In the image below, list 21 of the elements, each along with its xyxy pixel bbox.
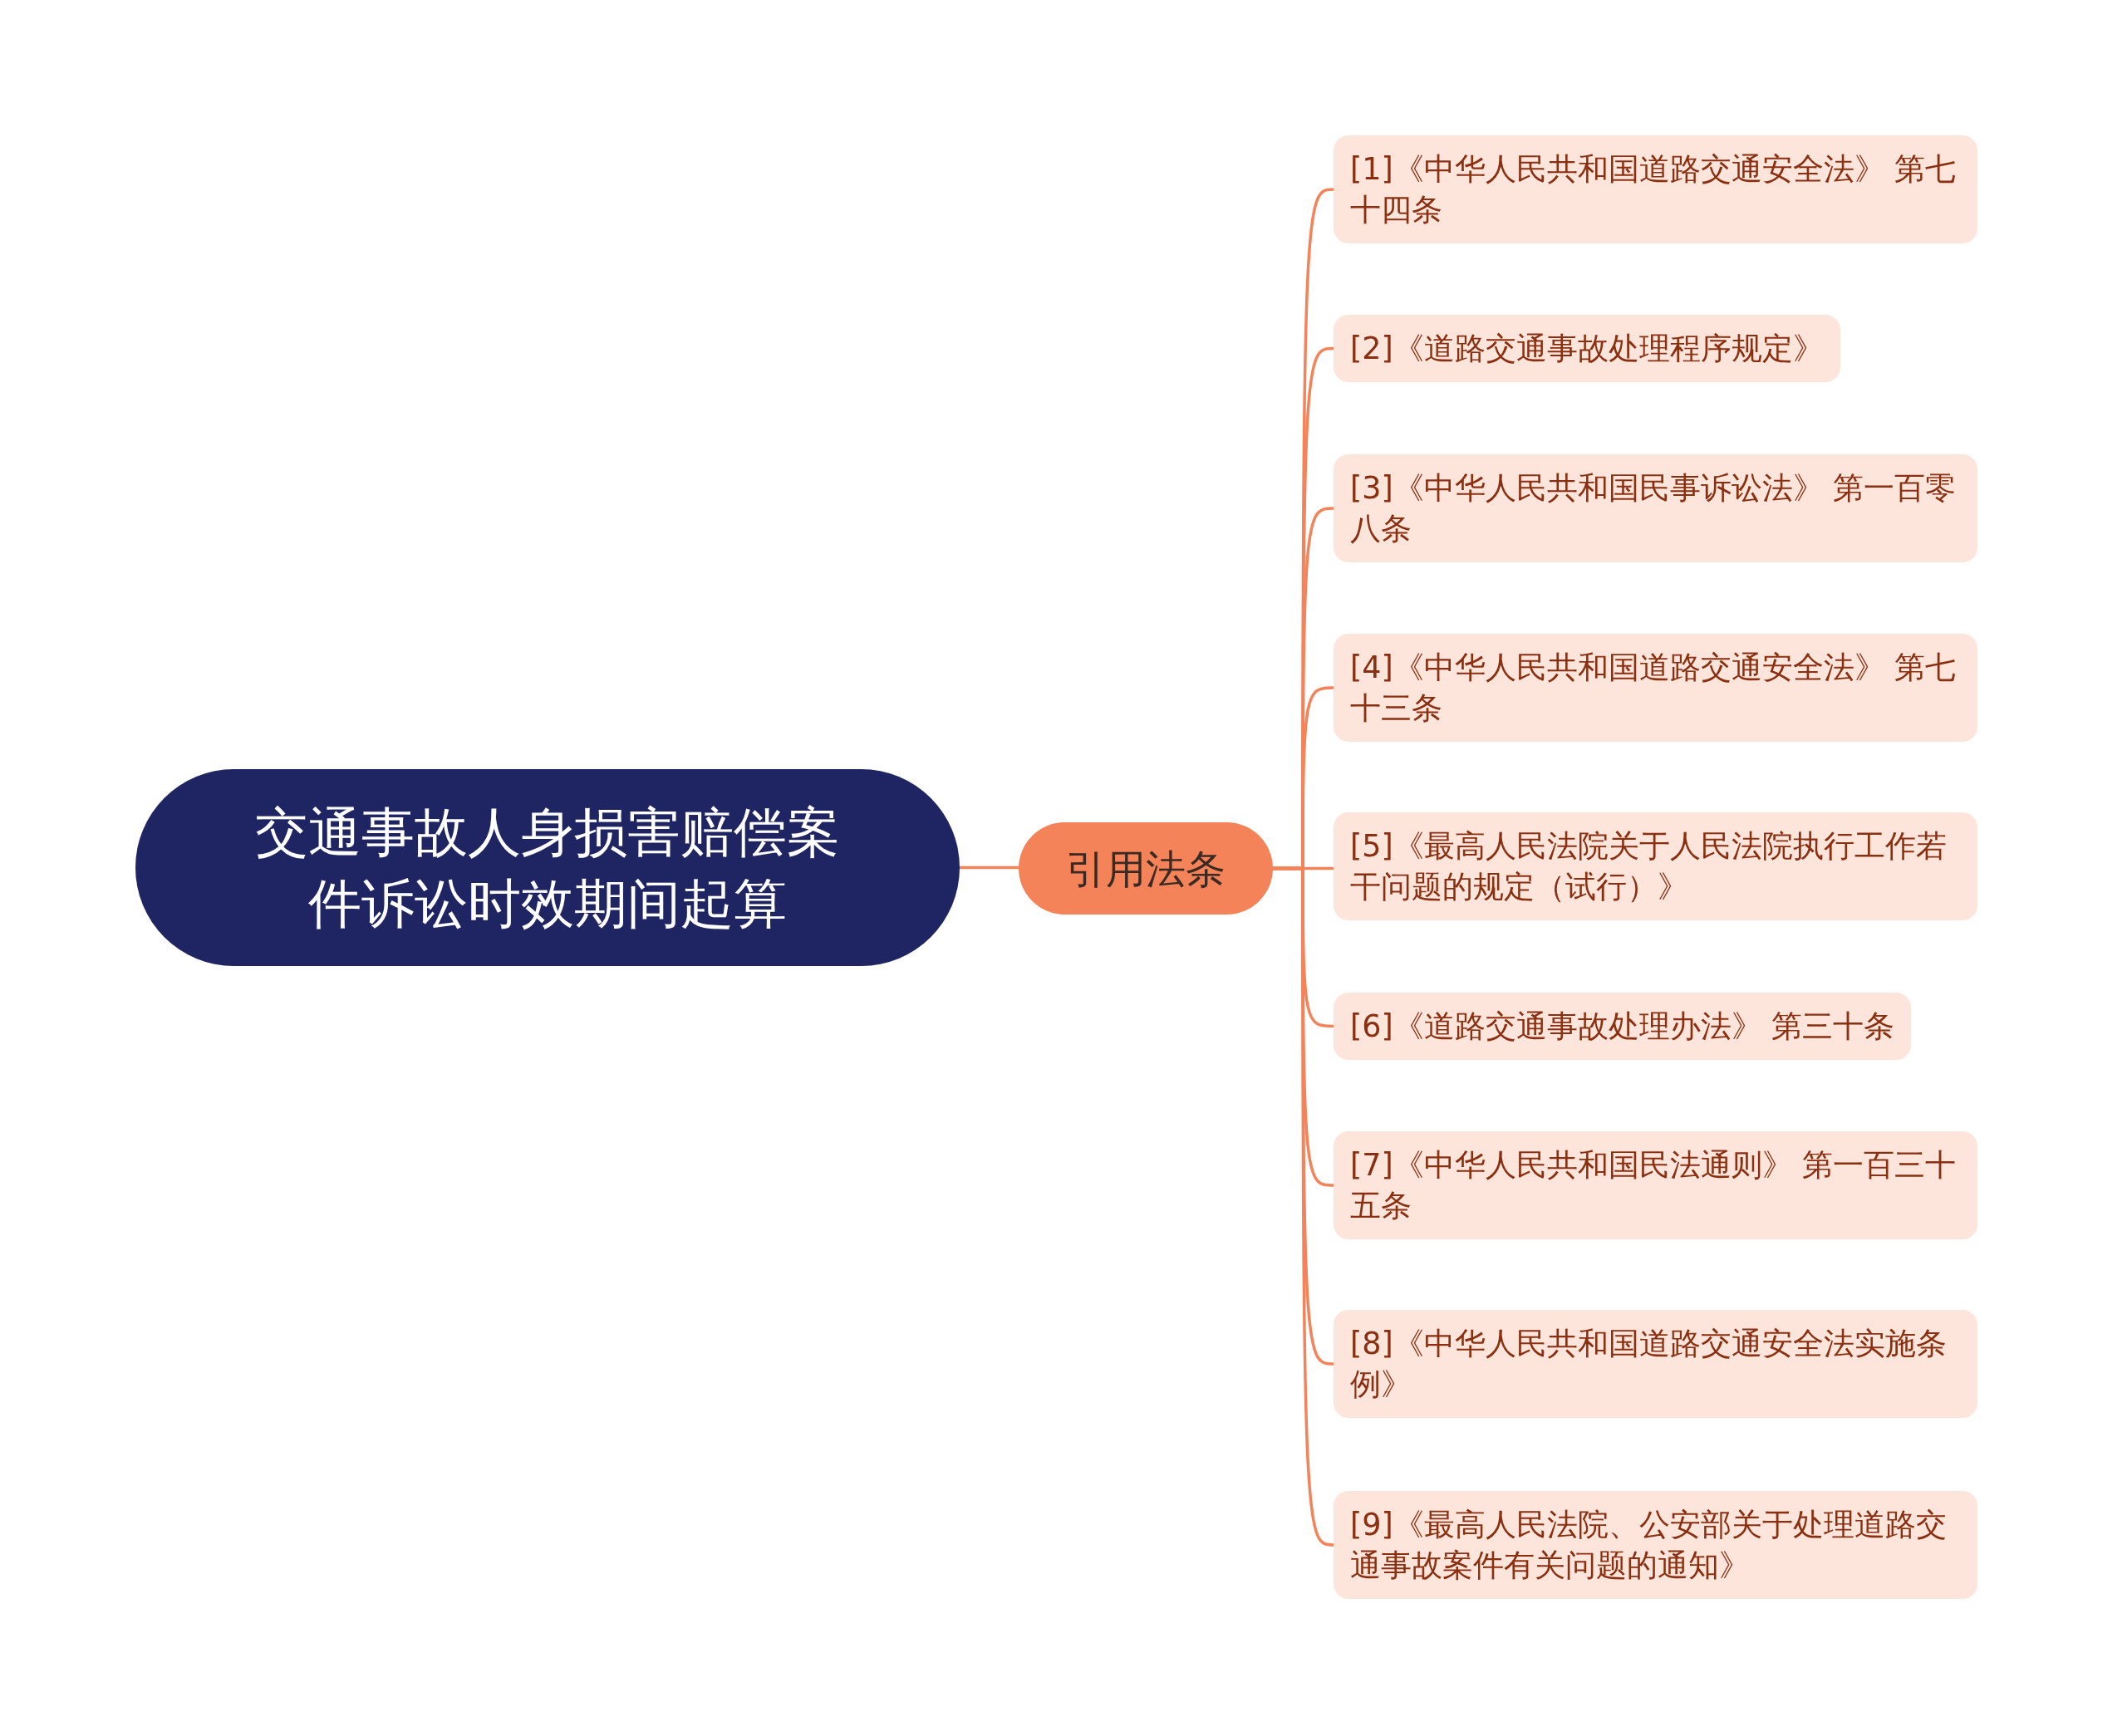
reference-box [1334, 993, 1912, 1060]
reference-box [1334, 135, 1977, 243]
reference-box [1334, 315, 1840, 382]
reference-text: [3]《中华人民共和国民事诉讼法》 第一百零八条 [1350, 469, 1958, 548]
reference-box [1334, 1131, 1977, 1239]
subtopic-text: 引用法条 [1066, 844, 1226, 894]
reference-text: [9]《最高人民法院、公安部关于处理道路交通事故案件有关问题的通知》 [1350, 1506, 1948, 1585]
reference-box [1334, 812, 1977, 920]
topic-text: 交通事故人身损害赔偿案件诉讼时效期间起算 [254, 800, 841, 936]
reference-text: [7]《中华人民共和国民法通则》 第一百三十五条 [1350, 1146, 1958, 1225]
reference-text: [6]《道路交通事故处理办法》 第三十条 [1350, 1008, 1895, 1046]
connector-line [960, 866, 1019, 870]
reference-box [1334, 1491, 1977, 1599]
reference-box [1334, 1310, 1977, 1418]
reference-text: [4]《中华人民共和国道路交通安全法》 第七十三条 [1350, 649, 1958, 728]
reference-text: [2]《道路交通事故处理程序规定》 [1350, 330, 1824, 368]
reference-text: [8]《中华人民共和国道路交通安全法实施条例》 [1350, 1325, 1948, 1404]
reference-box [1334, 454, 1977, 562]
reference-box [1334, 634, 1977, 742]
reference-text: [5]《最高人民法院关于人民法院执行工作若干问题的规定（试行）》 [1350, 827, 1948, 906]
reference-text: [1]《中华人民共和国道路交通安全法》 第七十四条 [1350, 150, 1958, 229]
